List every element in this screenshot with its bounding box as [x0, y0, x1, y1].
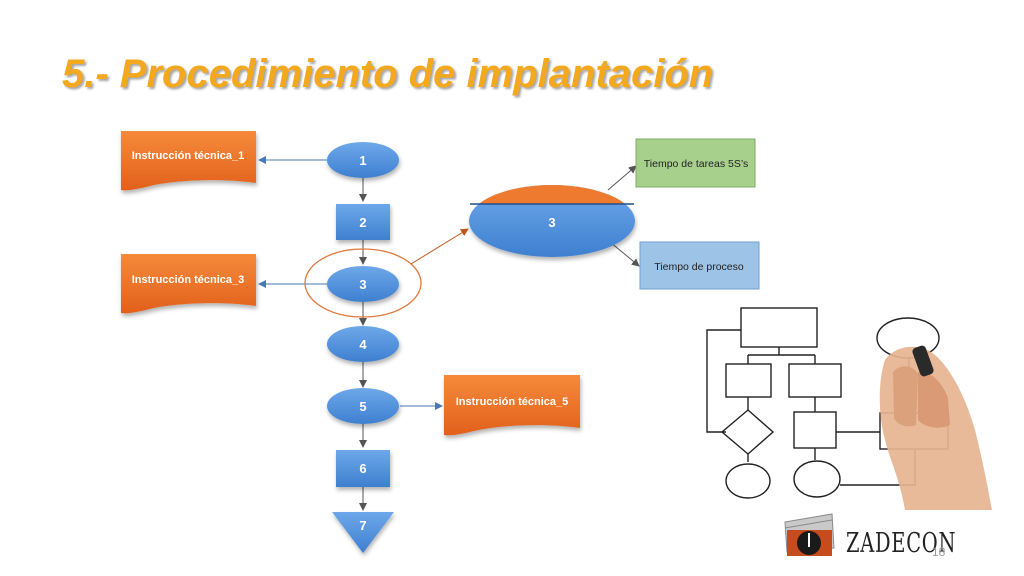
tasks-time-box: [635, 138, 756, 188]
instruction-3-label: Instrucción técnica_3: [132, 274, 245, 286]
instruction-doc-1: [121, 131, 256, 191]
step-1-oval: [327, 142, 399, 178]
step-7-label: 7: [359, 518, 366, 533]
step-6-label: 6: [359, 461, 366, 476]
instruction-5-label: Instrucción técnica_5: [456, 396, 569, 408]
step-3-label: 3: [359, 277, 366, 292]
step-5-label: 5: [359, 399, 366, 414]
zoom-arrow: [410, 228, 469, 265]
step-6-box: [336, 450, 390, 487]
tasks-time-label: Tiempo de tareas 5S’s: [644, 158, 748, 170]
step-5-oval: [327, 388, 399, 424]
hand-illustration: [879, 345, 992, 510]
step-3-oval: [327, 266, 399, 302]
process-time-label: Tiempo de proceso: [654, 261, 744, 273]
process-time-box: [639, 241, 760, 290]
step-1-label: 1: [359, 153, 366, 168]
step-2-label: 2: [359, 215, 366, 230]
connector-process-time: [609, 241, 640, 267]
step-4-oval: [327, 326, 399, 362]
brand-name: ZADECON: [846, 528, 957, 559]
zoom-step-3-label: 3: [548, 215, 555, 230]
zoom-step-3-band: [469, 185, 635, 204]
step-7-triangle: [332, 512, 394, 553]
zadecon-logo-icon: [784, 513, 835, 556]
instruction-1-label: Instrucción técnica_1: [132, 150, 245, 162]
connector-tasks-time: [607, 165, 637, 191]
instruction-doc-5: [444, 375, 580, 436]
highlight-ring: [304, 248, 422, 318]
instruction-doc-3: [121, 254, 256, 314]
page-number: 18: [932, 545, 946, 559]
step-2-box: [336, 204, 390, 240]
slide-title: 5.- Procedimiento de implantación: [62, 52, 714, 96]
step-4-label: 4: [359, 337, 367, 352]
